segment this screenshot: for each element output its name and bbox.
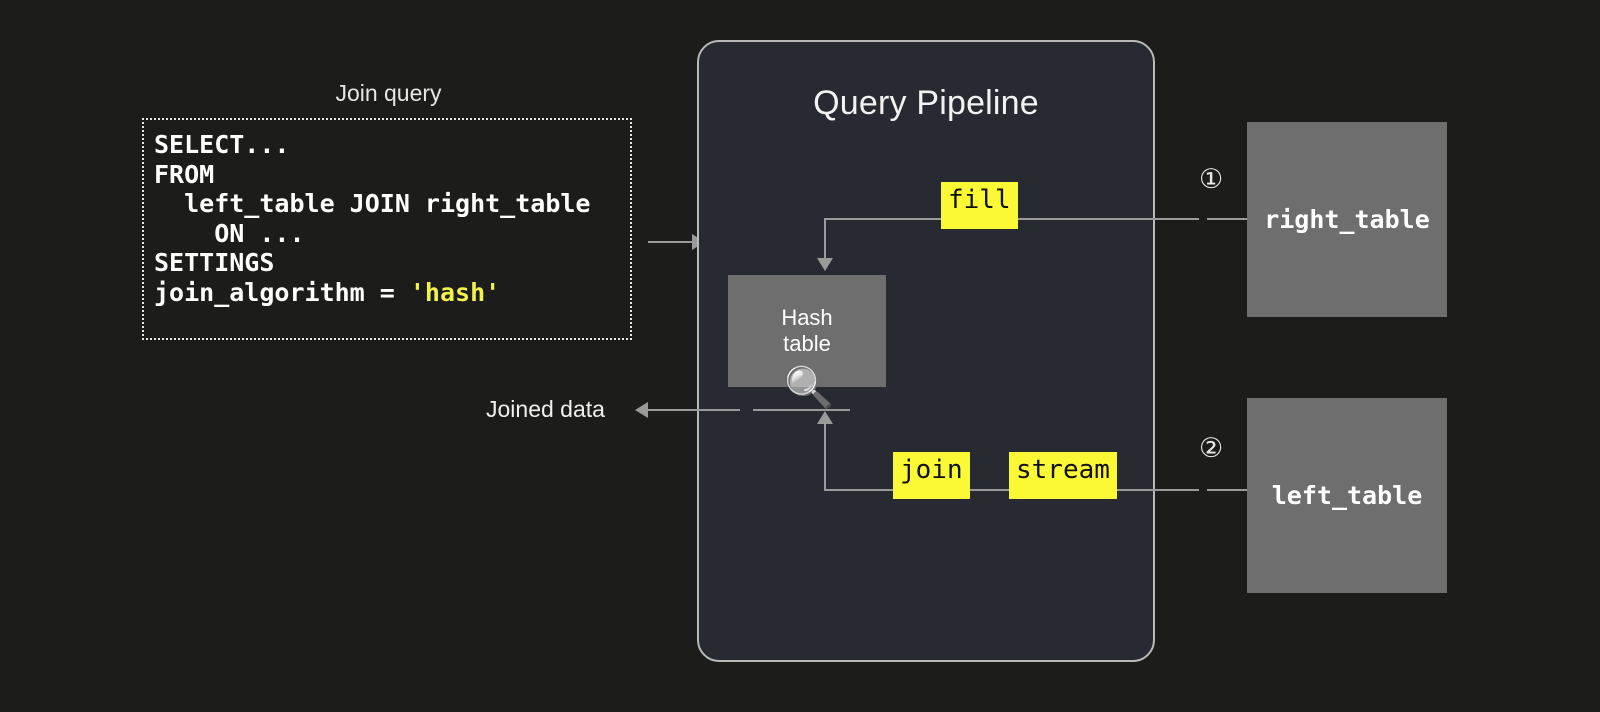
- fill-tag: fill: [941, 182, 1018, 229]
- join-vertical-line: [824, 422, 826, 490]
- joined-data-label: Joined data: [486, 396, 605, 422]
- hash-table-label-line2: table: [783, 331, 831, 356]
- query-to-pipeline-line: [648, 241, 694, 243]
- source-marker-1: ①: [1199, 164, 1224, 195]
- stream-horizontal-line-tail: [1207, 489, 1249, 491]
- join-arrowhead: [817, 411, 833, 424]
- sql-code-line-2: FROM: [154, 159, 215, 189]
- sql-code-line-6: join_algorithm = 'hash': [154, 278, 630, 308]
- sql-setting-value: 'hash': [409, 277, 501, 307]
- fill-vertical-line: [824, 218, 826, 262]
- source-table-left: left_table: [1247, 398, 1447, 593]
- sql-code-line-3: left_table JOIN right_table: [154, 189, 591, 218]
- source-marker-2: ②: [1199, 433, 1224, 464]
- magnifier-icon: 🔍: [784, 366, 834, 410]
- joined-data-line: [753, 409, 850, 411]
- fill-arrowhead: [817, 258, 833, 271]
- sql-query-box: SELECT... FROM left_table JOIN right_tab…: [142, 118, 632, 340]
- stream-tag: stream: [1009, 452, 1117, 499]
- sql-setting-key: join_algorithm =: [154, 277, 410, 307]
- joined-data-arrowhead: [635, 402, 648, 418]
- sql-code-line-5: SETTINGS: [154, 248, 275, 277]
- query-caption: Join query: [335, 80, 442, 106]
- sql-code-line-1: SELECT...: [154, 130, 290, 159]
- sql-code-line-4: ON ...: [154, 218, 305, 248]
- hash-table-label-line1: Hash: [781, 305, 833, 330]
- fill-horizontal-line-tail: [1207, 218, 1249, 220]
- source-table-right: right_table: [1247, 122, 1447, 317]
- pipeline-title: Query Pipeline: [813, 84, 1039, 122]
- join-tag: join: [893, 452, 970, 499]
- hash-table-node: Hash table: [728, 275, 886, 387]
- joined-data-line-outer: [648, 409, 740, 411]
